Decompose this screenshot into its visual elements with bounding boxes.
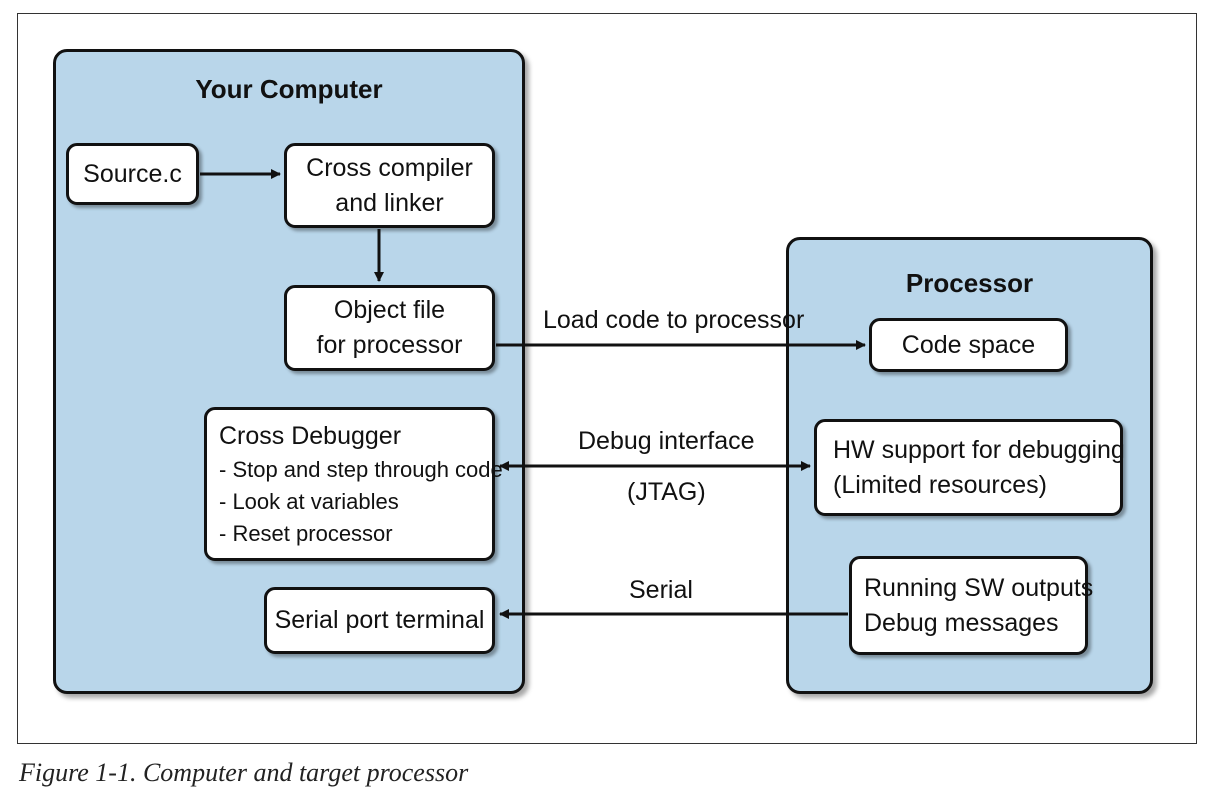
output-line-1: Running SW outputs (864, 573, 1094, 602)
serial-terminal-box: Serial port terminal (264, 587, 495, 654)
serial-label: Serial (629, 576, 693, 604)
jtag-label: (JTAG) (627, 478, 706, 506)
sw-output-box: Running SW outputs Debug messages (849, 556, 1093, 655)
cross-debugger-box: Cross Debugger - Stop and step through c… (204, 407, 503, 561)
compiler-line-1: Cross compiler (306, 153, 473, 182)
code-space-box: Code space (869, 318, 1068, 372)
hw-line-2: (Limited resources) (833, 470, 1047, 499)
debugger-item-step: - Stop and step through code (219, 457, 503, 483)
object-file-box: Object file for processor (284, 285, 495, 371)
hw-debug-support-box: HW support for debugging (Limited resour… (814, 419, 1125, 516)
source-file-box: Source.c (66, 143, 199, 205)
debugger-title: Cross Debugger (219, 422, 402, 451)
load-code-label: Load code to processor (543, 306, 805, 334)
hw-line-1: HW support for debugging (833, 435, 1125, 464)
source-file-label: Source.c (83, 159, 182, 188)
compiler-box: Cross compiler and linker (284, 143, 495, 228)
debugger-item-reset: - Reset processor (219, 521, 393, 547)
debug-interface-label: Debug interface (578, 427, 755, 455)
object-line-2: for processor (316, 331, 463, 359)
output-line-2: Debug messages (864, 608, 1059, 637)
figure-frame (17, 13, 1197, 744)
your-computer-title: Your Computer (195, 74, 383, 104)
serial-terminal-label: Serial port terminal (274, 606, 485, 634)
object-line-1: Object file (333, 296, 446, 324)
compiler-line-2: and linker (335, 188, 444, 217)
debugger-item-variables: - Look at variables (219, 489, 399, 515)
code-space-label: Code space (901, 330, 1036, 359)
processor-title: Processor (905, 268, 1034, 298)
figure-caption: Figure 1-1. Computer and target processo… (19, 758, 469, 787)
